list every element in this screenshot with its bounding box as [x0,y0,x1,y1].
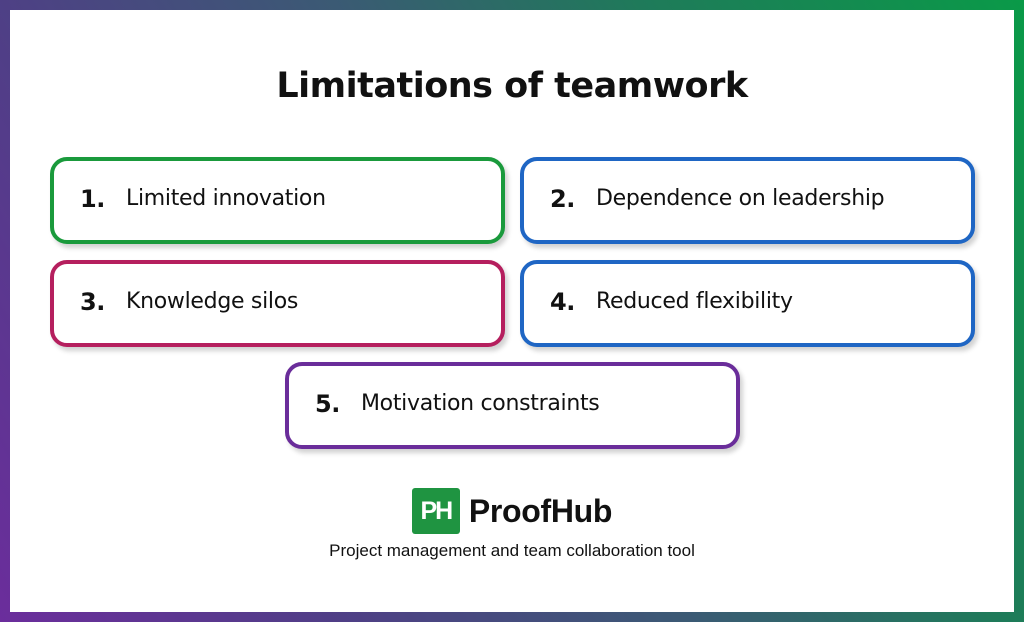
item-number: 3. [80,287,105,316]
limitation-card-4: 4. Reduced flexibility [520,260,975,347]
brand-name: ProofHub [468,492,613,529]
item-number: 2. [550,184,575,213]
item-label: Dependence on leadership [596,186,885,211]
item-number: 5. [315,389,340,418]
limitation-card-2: 2. Dependence on leadership [520,157,975,244]
page-title: Limitations of teamwork [276,66,748,106]
item-label: Knowledge silos [126,289,299,314]
proofhub-logo-icon: PH [411,488,460,534]
item-label: Motivation constraints [361,391,600,416]
brand-logo: PH ProofHub [0,488,1024,534]
item-number: 1. [80,184,105,213]
limitation-card-1: 1. Limited innovation [50,157,505,244]
item-label: Reduced flexibility [596,289,793,314]
item-number: 4. [550,287,575,316]
limitation-card-3: 3. Knowledge silos [50,260,505,347]
limitation-card-5: 5. Motivation constraints [285,362,740,449]
brand-tagline: Project management and team collaboratio… [329,541,695,560]
item-label: Limited innovation [126,186,326,211]
